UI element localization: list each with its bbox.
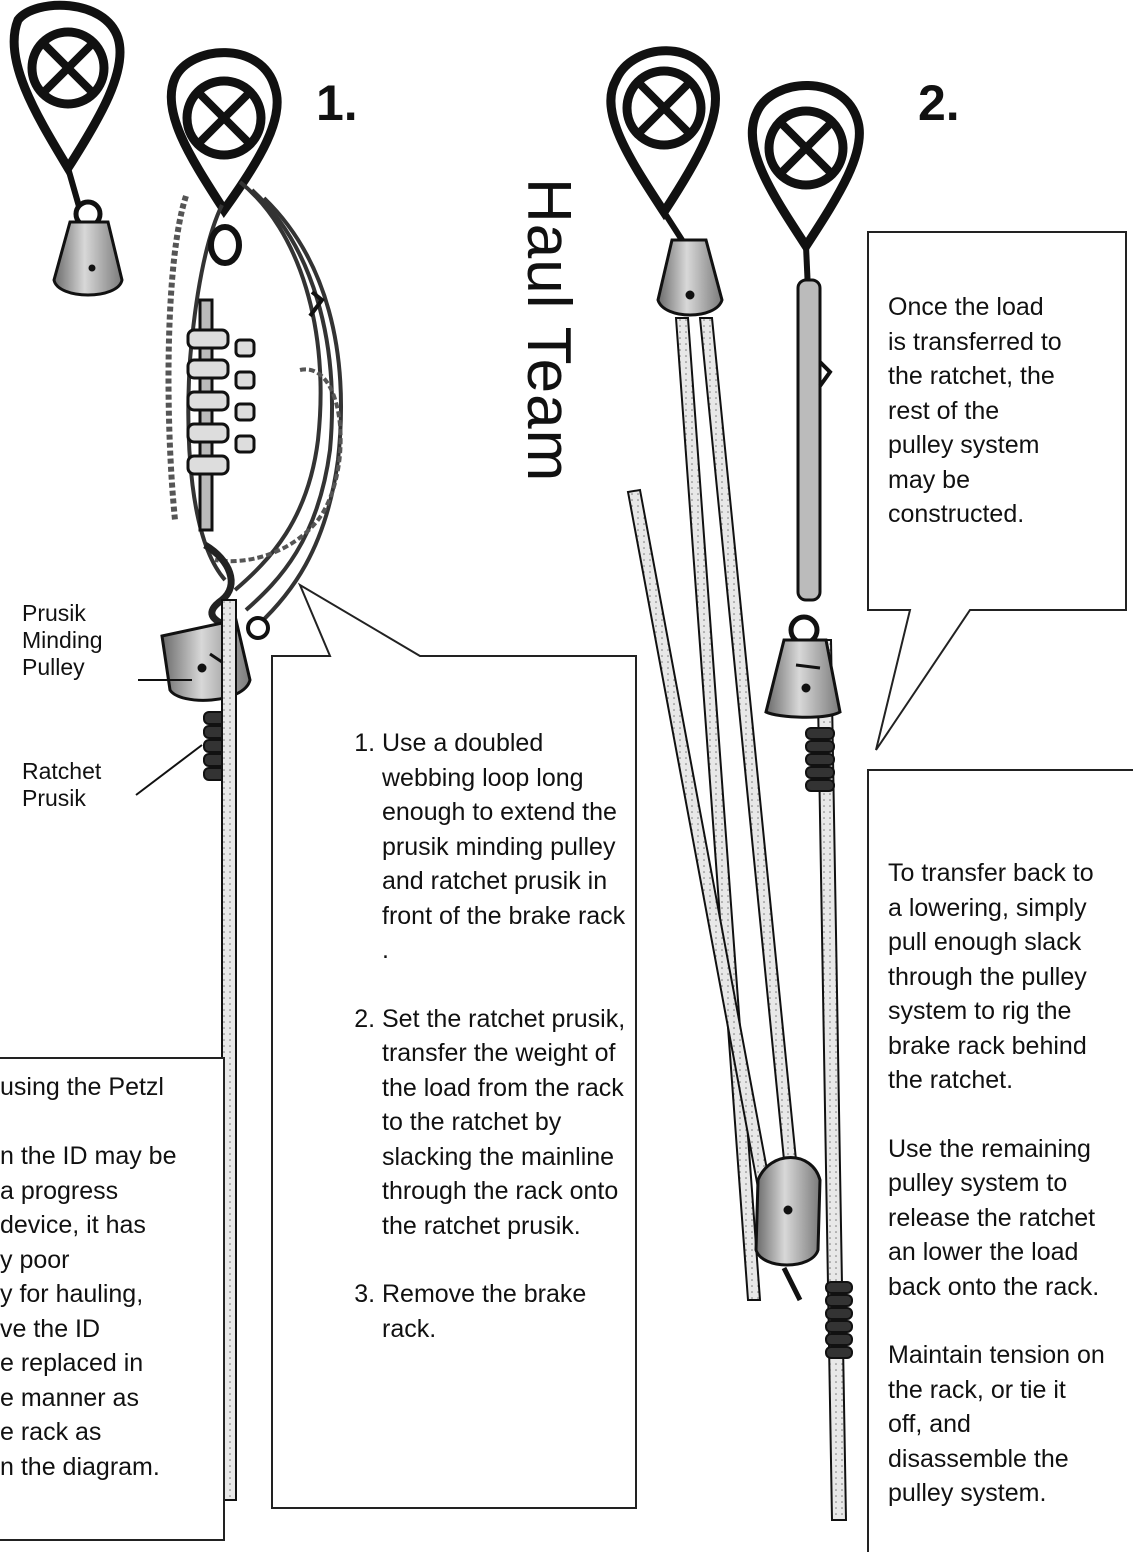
step-number-2: 2.: [918, 78, 960, 128]
webbing-tether: [798, 246, 830, 600]
step-number-1: 1.: [316, 78, 358, 128]
pulley-icon: [54, 168, 122, 295]
brake-rack-icon: [188, 300, 254, 530]
anchor-icon: [171, 53, 277, 210]
instruction-paragraph: Use the remaining pulley system to relea…: [888, 1132, 1133, 1305]
side-note-text: using the Petzl n the ID may be a progre…: [0, 1070, 222, 1484]
anchor-icon: [14, 5, 120, 168]
step-item: Remove the brake rack.: [382, 1277, 630, 1346]
pulley-icon: [756, 1158, 820, 1301]
step-item: Use a doubled webbing loop long enough t…: [382, 726, 630, 968]
instruction-paragraph: To transfer back to a lowering, simply p…: [888, 856, 1133, 1098]
pulley-icon: [658, 212, 722, 315]
step-item: Set the ratchet prusik, transfer the wei…: [382, 1002, 630, 1244]
lowering-instructions-text: To transfer back to a lowering, simply p…: [888, 856, 1133, 1545]
steps-list: Use a doubled webbing loop long enough t…: [334, 726, 630, 1380]
instruction-paragraph: Maintain tension on the rack, or tie it …: [888, 1338, 1133, 1511]
prusik-minding-pulley-icon: [766, 617, 840, 717]
carabiner: [211, 227, 239, 263]
haul-team-label: Haul Team: [513, 178, 584, 482]
ratchet-prusik-icon: [806, 728, 834, 791]
anchor-icon: [611, 51, 716, 212]
anchor-icon: [752, 85, 859, 246]
label-prusik-minding-pulley: Prusik Minding Pulley: [22, 600, 103, 681]
prusik-minding-pulley-icon: [162, 618, 268, 700]
load-transfer-callout-text: Once the load is transferred to the ratc…: [888, 290, 1124, 532]
label-ratchet-prusik: Ratchet Prusik: [22, 758, 101, 812]
